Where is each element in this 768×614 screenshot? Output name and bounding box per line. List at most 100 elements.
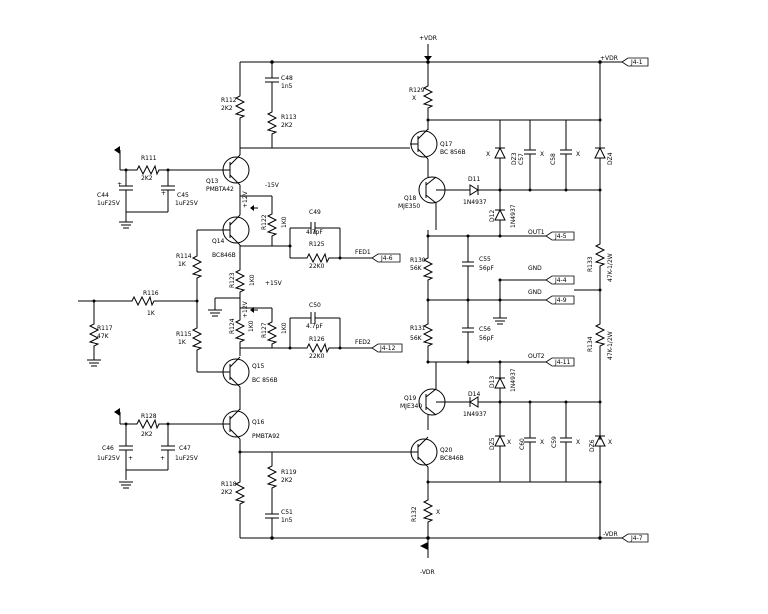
c46-label: C46 xyxy=(102,445,114,452)
q17-label: Q17 xyxy=(440,141,453,148)
r127-value: 1K0 xyxy=(281,322,288,334)
plus12b-label: +12V xyxy=(242,300,249,318)
dz6-x: X xyxy=(608,439,612,446)
out1-pin: J4-5 xyxy=(554,233,567,240)
top-rail: +VDR +VDR J4-1 xyxy=(240,35,649,67)
c45-value: 1uF25V xyxy=(175,200,199,207)
input-network: R114 1K R116 1K R117 47K R115 1K xyxy=(78,230,218,373)
q15-label: Q15 xyxy=(252,363,265,370)
r114-value: 1K xyxy=(178,261,187,268)
r126-value: 22K0 xyxy=(309,353,325,360)
r118-value: 2K2 xyxy=(221,489,233,496)
d13-label: D13 xyxy=(489,376,496,388)
gnd1-pin: J4-4 xyxy=(554,277,567,284)
output-stage: R129 X Q17 BC 856B Q18 MJE350 D11 1N4937 xyxy=(398,62,614,538)
gnd2-label: GND xyxy=(528,289,542,296)
d12-label: D12 xyxy=(489,210,496,222)
r132-value: X xyxy=(436,509,440,516)
bias-network: R123 1K0 +15V +12V R124 1K0 R127 1K0 C50 xyxy=(208,260,403,360)
d14-label: D14 xyxy=(468,391,480,398)
ground-icon xyxy=(87,359,101,367)
c47-value: 1uF25V xyxy=(175,455,199,462)
ground-icon xyxy=(119,221,133,229)
c56-value: 56pF xyxy=(479,335,494,342)
r112-label: R112 xyxy=(221,97,237,104)
plus15-label: +15V xyxy=(265,280,283,287)
r129-label: R129 xyxy=(409,87,425,94)
r126-label: R126 xyxy=(309,336,325,343)
r119-label: R119 xyxy=(281,469,297,476)
c47-plus: + xyxy=(160,455,165,462)
c56-label: C56 xyxy=(479,326,491,333)
out2-label: OUT2 xyxy=(528,353,545,360)
c48-label: C48 xyxy=(281,75,293,82)
r125-value: 22K0 xyxy=(309,263,325,270)
r133-label: R133 xyxy=(587,256,594,272)
d11-value: 1N4937 xyxy=(463,199,487,206)
connector-j4-6 xyxy=(371,253,401,263)
c59-label: C59 xyxy=(551,436,558,448)
c49-label: C49 xyxy=(309,209,321,216)
c59-x: X xyxy=(576,439,580,446)
ground-icon xyxy=(493,317,507,325)
r123-value: 1K0 xyxy=(249,274,256,286)
dz3-x: X xyxy=(486,151,490,158)
q17-value: BC 856B xyxy=(440,149,466,156)
r114-label: R114 xyxy=(176,253,192,260)
c44-label: C44 xyxy=(97,192,109,199)
c46-plus: + xyxy=(128,455,133,462)
q15-value: BC 856B xyxy=(252,377,278,384)
c57-label: C57 xyxy=(518,153,525,165)
r115-label: R115 xyxy=(176,331,192,338)
c45-plus: + xyxy=(161,190,166,197)
r129-value: X xyxy=(412,95,416,102)
connector-j4-11 xyxy=(545,357,575,367)
r125-label: R125 xyxy=(309,241,325,248)
d14-value: 1N4937 xyxy=(463,411,487,418)
d12-value: 1N4937 xyxy=(510,204,517,228)
bottom-rail: -VDR -VDR J4-7 xyxy=(240,531,649,576)
r131-value: 56K xyxy=(410,335,423,342)
q13-value: PMBTA42 xyxy=(206,186,234,193)
r122-label: R122 xyxy=(261,214,268,230)
r132-label: R132 xyxy=(411,506,418,522)
gnd2-pin: J4-9 xyxy=(554,297,567,304)
c51-label: C51 xyxy=(281,509,293,516)
r133-value: 47K-1/2W xyxy=(607,253,614,282)
bottom-right-rail-label: -VDR xyxy=(603,531,618,538)
q19-value: MJE340 xyxy=(400,403,422,410)
r123-label: R123 xyxy=(229,272,236,288)
r130-value: 56K xyxy=(410,265,423,272)
q14-value: BC846B xyxy=(212,252,236,259)
r134-value: 47K-1/2W xyxy=(607,331,614,360)
r128-value: 2K2 xyxy=(141,431,153,438)
q13-label: Q13 xyxy=(206,178,219,185)
q16-value: PMBTA92 xyxy=(252,433,280,440)
connector-j4-1 xyxy=(621,57,649,67)
c49-value: 4.7pF xyxy=(306,229,323,236)
q18-label: Q18 xyxy=(404,195,417,202)
r131-label: R131 xyxy=(410,325,426,332)
plus12a-label: +12V xyxy=(242,190,249,208)
top-rail-label: +VDR xyxy=(419,35,437,42)
dz5-label: DZ5 xyxy=(489,437,496,450)
q19-label: Q19 xyxy=(404,395,417,402)
connector-j4-7-label: J4-7 xyxy=(630,535,643,542)
q20-label: Q20 xyxy=(440,447,453,454)
d11-label: D11 xyxy=(468,176,480,183)
q20-value: BC846B xyxy=(440,455,464,462)
r111-value: 2K2 xyxy=(141,175,153,182)
connector-j4-9 xyxy=(545,295,575,305)
fed2-label: FED2 xyxy=(355,339,371,346)
c46-value: 1uF25V xyxy=(97,455,121,462)
c57-x: X xyxy=(540,151,544,158)
gnd1-label: GND xyxy=(528,265,542,272)
fed2-pin: J4-12 xyxy=(379,345,396,352)
c50-label: C50 xyxy=(309,302,321,309)
ground-icon xyxy=(119,481,133,489)
r124-label: R124 xyxy=(229,318,236,334)
r113-value: 2K2 xyxy=(281,122,293,129)
c45-label: C45 xyxy=(177,192,189,199)
fed1-label: FED1 xyxy=(355,249,371,256)
